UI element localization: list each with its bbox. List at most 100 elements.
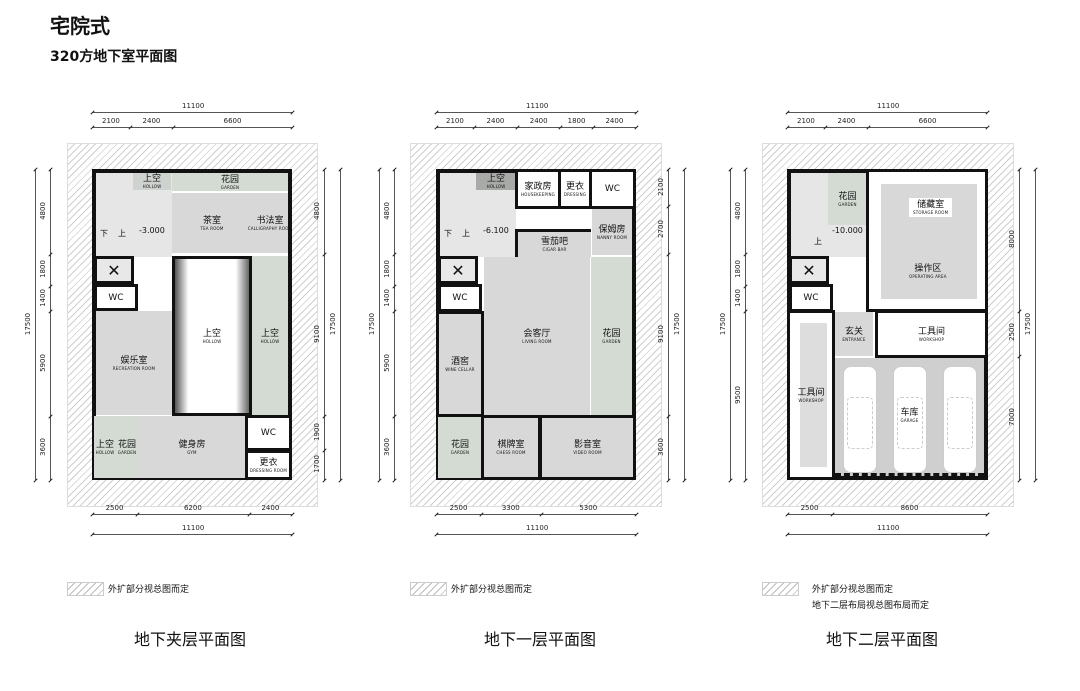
dimension-label: 11100 — [526, 102, 549, 110]
dimension-label: 8000 — [1008, 230, 1016, 248]
dimension-label: 4800 — [383, 201, 391, 220]
dimension-label: 2500 — [1008, 323, 1016, 342]
room-wc: WC — [94, 284, 138, 311]
stair-up-label: 上 — [462, 229, 470, 238]
dimension-label: 1400 — [734, 288, 742, 307]
dimension-line — [92, 534, 292, 535]
dimension-label: 17500 — [1024, 312, 1032, 335]
page-title: 宅院式 — [50, 14, 110, 38]
dimension-tick — [985, 512, 990, 517]
dimension-line — [436, 534, 636, 535]
dimension-tick — [634, 512, 639, 517]
car-icon — [943, 366, 977, 473]
dimension-tick — [682, 478, 687, 483]
dimension-line — [730, 169, 731, 480]
level-label: -10.000 — [832, 226, 863, 235]
dimension-label: 1800 — [383, 260, 391, 279]
dimension-label: 9100 — [657, 325, 665, 344]
dimension-label: 2400 — [529, 117, 548, 125]
legend-hatch-swatch — [410, 582, 447, 596]
dimension-line — [394, 169, 395, 480]
dimension-tick — [290, 512, 295, 517]
dimension-label: 1800 — [39, 260, 47, 279]
dimension-tick — [338, 478, 343, 483]
dimension-label: 2500 — [105, 504, 124, 512]
dimension-line — [745, 169, 746, 480]
dimension-label: 2500 — [449, 504, 468, 512]
dimension-label: 11100 — [526, 524, 549, 532]
dimension-label: 11100 — [877, 102, 900, 110]
dimension-label: 3600 — [657, 438, 665, 456]
dimension-tick — [290, 532, 295, 537]
dimension-line — [787, 112, 987, 113]
dimension-label: 2100 — [657, 177, 665, 196]
dimension-label: 6600 — [918, 117, 937, 125]
dimension-line — [668, 169, 669, 480]
plan-title: 地下二层平面图 — [825, 630, 938, 649]
dimension-label: 2100 — [796, 117, 815, 125]
dimension-line — [1019, 169, 1020, 480]
dimension-line — [379, 169, 380, 480]
dimension-tick — [290, 125, 295, 130]
dimension-tick — [634, 532, 639, 537]
dimension-label: 17500 — [329, 312, 337, 335]
dimension-label: 2400 — [142, 117, 161, 125]
dimension-tick — [985, 532, 990, 537]
dimension-label: 1800 — [567, 117, 586, 125]
dimension-label: 9100 — [313, 325, 321, 344]
legend-text: 外扩部分视总图而定 — [812, 585, 894, 595]
dimension-line — [436, 514, 636, 515]
dimension-line — [1035, 169, 1036, 480]
dimension-label: 4800 — [734, 201, 742, 220]
dimension-label: 1400 — [39, 288, 47, 307]
dimension-label: 4800 — [313, 201, 321, 220]
dimension-label: 3600 — [383, 438, 391, 456]
dimension-label: 17500 — [24, 312, 32, 335]
dimension-line — [684, 169, 685, 480]
dimension-line — [92, 112, 292, 113]
dimension-tick — [985, 125, 990, 130]
dimension-label: 9500 — [734, 385, 742, 404]
elevator: ✕ — [94, 256, 134, 284]
legend-note: 地下二层布局视总图布局而定 — [812, 601, 930, 611]
dimension-label: 3300 — [501, 504, 520, 512]
stair-up-label: 上 — [118, 229, 126, 238]
dimension-label: 11100 — [182, 102, 205, 110]
dimension-label: 1900 — [313, 422, 321, 441]
dimension-line — [50, 169, 51, 480]
dimension-tick — [728, 478, 733, 483]
stair-up-label: 上 — [814, 237, 822, 246]
room-wc: WC — [589, 169, 636, 209]
dimension-label: 6200 — [183, 504, 202, 512]
dimension-label: 1800 — [734, 260, 742, 279]
level-label: -3.000 — [139, 226, 165, 235]
dimension-line — [92, 514, 292, 515]
dimension-line — [436, 127, 636, 128]
dimension-label: 7000 — [1008, 407, 1016, 426]
dimension-line — [340, 169, 341, 480]
dimension-line — [787, 534, 987, 535]
legend-hatch-swatch — [762, 582, 799, 596]
elevator: ✕ — [438, 256, 478, 284]
